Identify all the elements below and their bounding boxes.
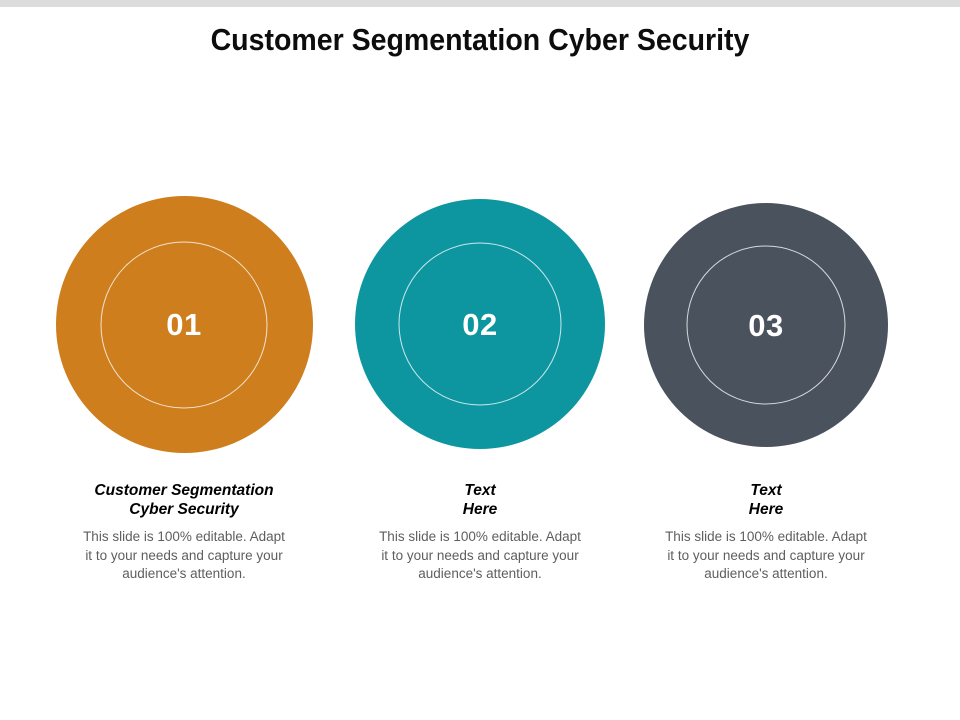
page-title: Customer Segmentation Cyber Security [210, 22, 750, 57]
segment-number-01: 01 [166, 307, 202, 342]
segment-number-02: 02 [462, 306, 498, 342]
segment-circle-02[interactable]: 02 [355, 199, 605, 449]
circle-wrapper-01: 01 [34, 196, 334, 453]
segment-body-01: This slide is 100% editable. Adapt it to… [83, 529, 285, 581]
circle-wrapper-02: 02 [330, 199, 630, 449]
circle-wrapper-03: 03 [616, 203, 916, 447]
top-decorative-band [0, 0, 960, 7]
segment-circle-03[interactable]: 03 [644, 203, 888, 447]
segment-circle-01[interactable]: 01 [55, 196, 313, 453]
segment-body-02: This slide is 100% editable. Adapt it to… [379, 529, 581, 581]
segment-number-03: 03 [748, 307, 784, 343]
segment-body-03: This slide is 100% editable. Adapt it to… [665, 529, 867, 581]
